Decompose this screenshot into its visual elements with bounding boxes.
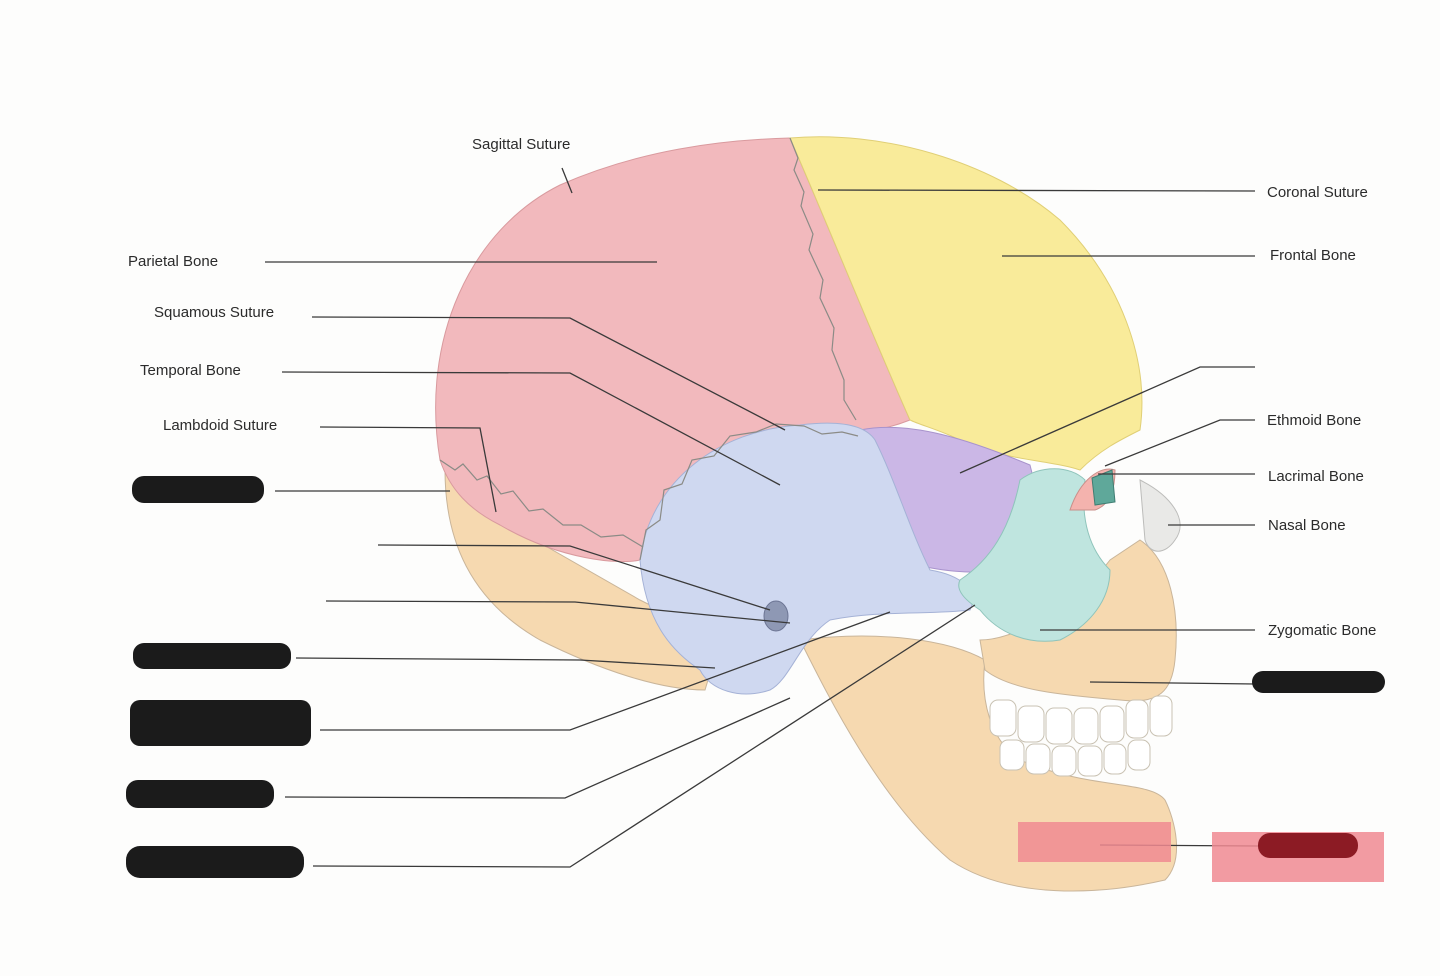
label-coronal-suture: Coronal Suture: [1267, 184, 1368, 201]
label-sagittal-suture: Sagittal Suture: [472, 136, 570, 153]
redaction-marks: [126, 476, 1385, 878]
leader-redacted-maxilla: [1089, 681, 1256, 685]
left-labels: Parietal Bone Squamous Suture Temporal B…: [128, 253, 277, 434]
redacted-label-mandible-left: [126, 846, 304, 878]
leader-unlabeled-1: [377, 544, 771, 611]
label-temporal-bone: Temporal Bone: [140, 362, 241, 379]
leader-unlabeled-2: [325, 600, 791, 624]
leader-unlabeled-sphenoid: [959, 366, 1255, 474]
redacted-label-zygomatic-process: [130, 700, 311, 746]
label-lambdoid-suture: Lambdoid Suture: [163, 417, 277, 434]
leader-redacted-mandible: [312, 604, 976, 868]
label-lacrimal-bone: Lacrimal Bone: [1268, 468, 1364, 485]
leader-squamous-suture: [311, 316, 786, 431]
frontal-bone-region: [789, 136, 1143, 471]
leader-lines: [265, 167, 1259, 868]
redacted-label-occipital: [132, 476, 264, 503]
zygomatic-bone-region: [958, 468, 1111, 642]
pink-highlight-left: [1018, 822, 1171, 862]
leader-lambdoid-suture: [319, 426, 497, 513]
external-auditory-meatus: [763, 600, 789, 632]
redacted-label-mastoid: [133, 643, 291, 669]
ethmoid-lacrimal-region: [1091, 469, 1116, 506]
highlight-marks: [1018, 822, 1384, 882]
leader-redacted-styloid: [284, 697, 791, 799]
redacted-label-styloid: [126, 780, 274, 808]
leader-redacted-zygomatic-process: [320, 611, 891, 731]
leader-ethmoid-bone: [1104, 419, 1255, 467]
occipital-bone-region: [444, 468, 721, 691]
coronal-suture-line: [789, 137, 857, 421]
label-ethmoid-bone: Ethmoid Bone: [1267, 412, 1361, 429]
label-parietal-bone: Parietal Bone: [128, 253, 218, 270]
skull-illustration: [435, 136, 1181, 892]
label-frontal-bone: Frontal Bone: [1270, 247, 1356, 264]
redacted-label-maxilla: [1252, 671, 1385, 693]
right-labels: Sagittal Suture Coronal Suture Frontal B…: [472, 136, 1376, 639]
label-nasal-bone: Nasal Bone: [1268, 517, 1346, 534]
lambdoid-suture-line: [439, 459, 644, 548]
leader-redacted-mastoid: [295, 657, 716, 669]
teeth: [989, 695, 1173, 777]
leader-sagittal-suture: [561, 167, 573, 194]
nasal-bone-region: [1139, 479, 1181, 552]
squamous-suture-line: [639, 423, 859, 561]
dark-red-mark: [1258, 833, 1358, 858]
label-squamous-suture: Squamous Suture: [154, 304, 274, 321]
leader-temporal-bone: [281, 371, 781, 486]
leader-coronal-suture: [817, 189, 1256, 192]
label-zygomatic-bone: Zygomatic Bone: [1268, 622, 1376, 639]
